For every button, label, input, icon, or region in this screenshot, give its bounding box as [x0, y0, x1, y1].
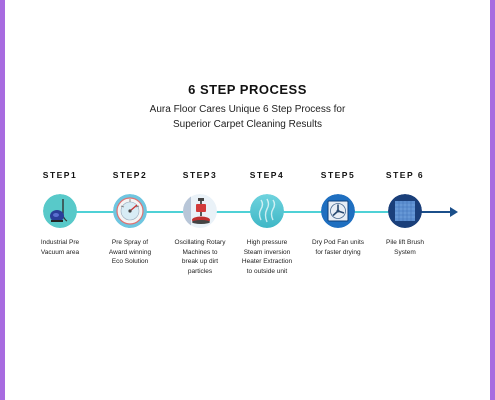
- step-description-line: for faster drying: [315, 248, 361, 256]
- step-description-line: Heater Extraction: [241, 258, 293, 265]
- step-2: STEP2 Pre Spray of Award winning Eco Sol…: [90, 170, 170, 267]
- step-description-line: break up dirt: [181, 258, 219, 265]
- step-1: STEP1 Industrial Pre Vacuum area: [20, 170, 100, 257]
- step-description-line: Eco Solution: [111, 258, 149, 265]
- step-description: Dry Pod Fan units for faster drying: [298, 238, 378, 257]
- step-description-line: Pre Spray of: [111, 239, 149, 246]
- steam-icon: [250, 194, 284, 228]
- step-label: STEP1: [42, 170, 78, 180]
- step-description-line: Steam inversion: [243, 248, 291, 256]
- subtitle-line: Superior Carpet Cleaning Results: [173, 119, 322, 130]
- step-description-line: Machines to: [182, 248, 218, 256]
- step-description: High pressure Steam inversion Heater Ext…: [227, 238, 307, 276]
- timeline-arrow-shaft: [420, 211, 452, 213]
- step-description: Industrial Pre Vacuum area: [20, 238, 100, 257]
- step-description-line: particles: [187, 267, 213, 275]
- step-label: STEP2: [112, 170, 148, 180]
- spray-gauge-icon: [113, 194, 147, 228]
- step-label: STEP4: [249, 170, 285, 180]
- step-4: STEP4 High pressure Steam inversion Heat…: [227, 170, 307, 276]
- step-label: STEP3: [182, 170, 218, 180]
- step-description-line: Dry Pod Fan units: [311, 239, 365, 246]
- step-label: STEP5: [320, 170, 356, 180]
- arrow-right-icon: [450, 207, 458, 217]
- page-title: 6 STEP PROCESS: [188, 82, 307, 97]
- step-description-line: to outside unit: [246, 267, 288, 275]
- step-description-line: Award winning: [108, 248, 152, 256]
- step-description-line: Pile lift Brush: [386, 239, 424, 246]
- step-description-line: Vacuum area: [40, 248, 80, 256]
- step-description-line: High pressure: [246, 239, 288, 246]
- fan-icon: [321, 194, 355, 228]
- step-description: Pre Spray of Award winning Eco Solution: [90, 238, 170, 267]
- step-description: Oscillating Rotary Machines to break up …: [160, 238, 240, 276]
- page-subtitle: Aura Floor Cares Unique 6 Step Process f…: [0, 102, 495, 132]
- step-6: STEP 6 Pile lift Brush System: [365, 170, 445, 257]
- step-description-line: System: [394, 248, 416, 256]
- subtitle-line: Aura Floor Cares Unique 6 Step Process f…: [149, 104, 346, 115]
- rotary-machine-icon: [183, 194, 217, 228]
- step-description: Pile lift Brush System: [365, 238, 445, 257]
- step-description-line: Oscillating Rotary: [174, 239, 226, 246]
- carpet-brush-icon: [388, 194, 422, 228]
- step-label: STEP 6: [385, 170, 425, 180]
- step-3: STEP3 Oscillating Rotary Machines to bre…: [160, 170, 240, 276]
- vacuum-icon: [43, 194, 77, 228]
- step-5: STEP5 Dry Pod Fan units for faster dryin…: [298, 170, 378, 257]
- step-description-line: Industrial Pre: [40, 239, 80, 246]
